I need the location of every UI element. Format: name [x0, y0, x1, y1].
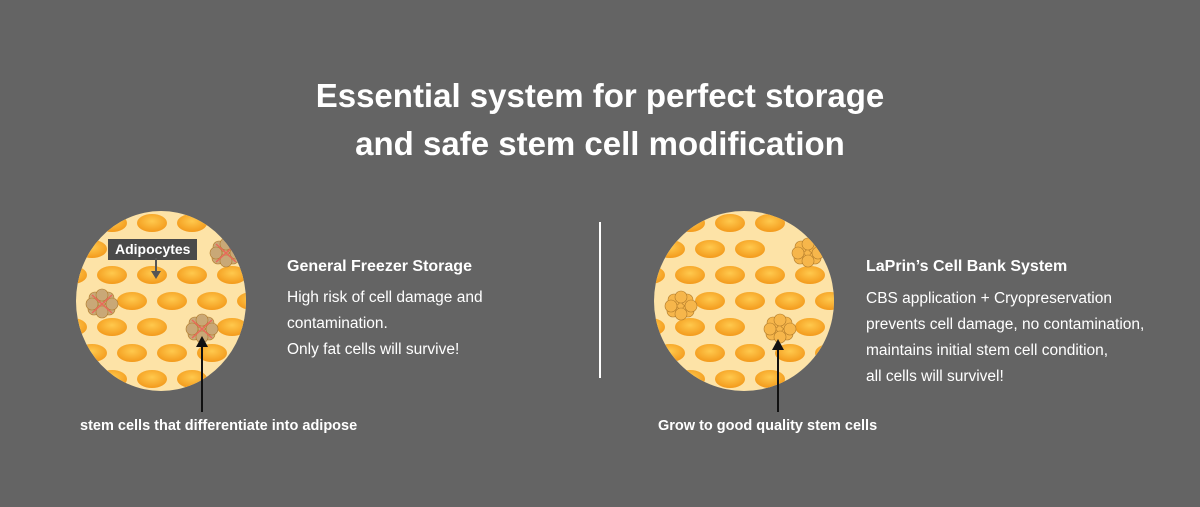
- stem-cell: [835, 318, 865, 336]
- damaged-adipocyte-icon: [85, 288, 119, 319]
- page-title: Essential system for perfect storage and…: [0, 72, 1200, 168]
- healthy-cell-cluster-icon: [791, 237, 825, 268]
- stem-cell: [77, 344, 107, 362]
- stem-cell: [775, 292, 805, 310]
- stem-cell: [695, 240, 725, 258]
- left-body-line-1: High risk of cell damage and: [287, 289, 483, 306]
- stem-cell: [77, 240, 107, 258]
- stem-cell: [137, 318, 167, 336]
- stem-cell: [217, 318, 246, 336]
- stem-cell: [197, 292, 227, 310]
- left-panel-heading: General Freezer Storage: [287, 258, 472, 275]
- stem-cell: [217, 214, 246, 232]
- panel-divider: [599, 222, 601, 378]
- stem-cell: [137, 214, 167, 232]
- stem-cell: [217, 370, 246, 388]
- stem-cell: [735, 240, 765, 258]
- stem-cell: [137, 266, 167, 284]
- stem-cell: [157, 344, 187, 362]
- stem-cell: [654, 214, 665, 232]
- stem-cell: [76, 266, 87, 284]
- damaged-adipocyte-icon: [209, 237, 243, 268]
- cell-bank-cell-circle-icon: [654, 211, 834, 391]
- healthy-cell-cluster-icon: [763, 313, 797, 344]
- stem-cell: [654, 318, 665, 336]
- stem-cell: [735, 344, 765, 362]
- right-body-line-4: all cells will survivel!: [866, 368, 1004, 385]
- right-body-line-3: maintains initial stem cell condition,: [866, 342, 1109, 359]
- stem-cell: [755, 266, 785, 284]
- stem-cell: [655, 344, 685, 362]
- stem-cell: [76, 318, 87, 336]
- stem-cell: [157, 292, 187, 310]
- adipocytes-label: Adipocytes: [108, 239, 198, 260]
- stem-cell: [654, 370, 665, 388]
- stem-cell: [735, 292, 765, 310]
- right-body-line-1: CBS application + Cryopreservation: [866, 290, 1112, 307]
- stem-cell: [675, 370, 705, 388]
- left-panel-body: High risk of cell damage and contaminati…: [287, 285, 483, 363]
- right-caption: Grow to good quality stem cells: [658, 418, 878, 434]
- title-line-2: and safe stem cell modification: [355, 125, 845, 162]
- right-panel-body: CBS application + Cryopreservation preve…: [866, 286, 1144, 390]
- title-line-1: Essential system for perfect storage: [315, 77, 885, 114]
- right-body-line-2: prevents cell damage, no contamination,: [866, 316, 1145, 333]
- stem-cell: [654, 266, 665, 284]
- left-body-line-3: Only fat cells will survive!: [287, 341, 460, 358]
- stem-cell: [755, 214, 785, 232]
- quality-cell-arrow-icon: [772, 339, 784, 412]
- stem-cell-arrow-icon: [196, 336, 208, 412]
- stem-cell: [137, 370, 167, 388]
- stem-cell: [97, 266, 127, 284]
- left-body-line-2: contamination.: [287, 315, 388, 332]
- stem-cell: [815, 344, 834, 362]
- stem-cell: [715, 370, 745, 388]
- freezer-storage-cell-circle-icon: [76, 211, 246, 391]
- stem-cell: [217, 266, 246, 284]
- stem-cell: [117, 292, 147, 310]
- stem-cell: [177, 266, 207, 284]
- stem-cell: [675, 214, 705, 232]
- stem-cell: [795, 318, 825, 336]
- stem-cell: [815, 292, 834, 310]
- stem-cell: [97, 214, 127, 232]
- stem-cell: [117, 344, 147, 362]
- stem-cell: [675, 318, 705, 336]
- stem-cell: [76, 214, 87, 232]
- stem-cell: [655, 240, 685, 258]
- stem-cell: [795, 266, 825, 284]
- stem-cell: [695, 292, 725, 310]
- stem-cell: [237, 240, 246, 258]
- stem-cell: [97, 370, 127, 388]
- stem-cell: [695, 344, 725, 362]
- stem-cell: [835, 214, 865, 232]
- stem-cell: [237, 292, 246, 310]
- stem-cell: [675, 266, 705, 284]
- stem-cell: [795, 370, 825, 388]
- stem-cell: [197, 344, 227, 362]
- stem-cell: [237, 344, 246, 362]
- left-caption: stem cells that differentiate into adipo…: [80, 418, 358, 434]
- stem-cell: [795, 214, 825, 232]
- stem-cell: [835, 370, 865, 388]
- stem-cell: [835, 266, 865, 284]
- stem-cell: [715, 266, 745, 284]
- right-panel-heading: LaPrin’s Cell Bank System: [866, 258, 1068, 275]
- stem-cell: [715, 318, 745, 336]
- stem-cell: [76, 370, 87, 388]
- damaged-adipocyte-icon: [185, 313, 219, 344]
- stem-cell: [715, 214, 745, 232]
- stem-cell: [177, 214, 207, 232]
- stem-cell: [97, 318, 127, 336]
- healthy-cell-cluster-icon: [664, 290, 698, 321]
- adipocytes-arrow-icon: [151, 258, 161, 279]
